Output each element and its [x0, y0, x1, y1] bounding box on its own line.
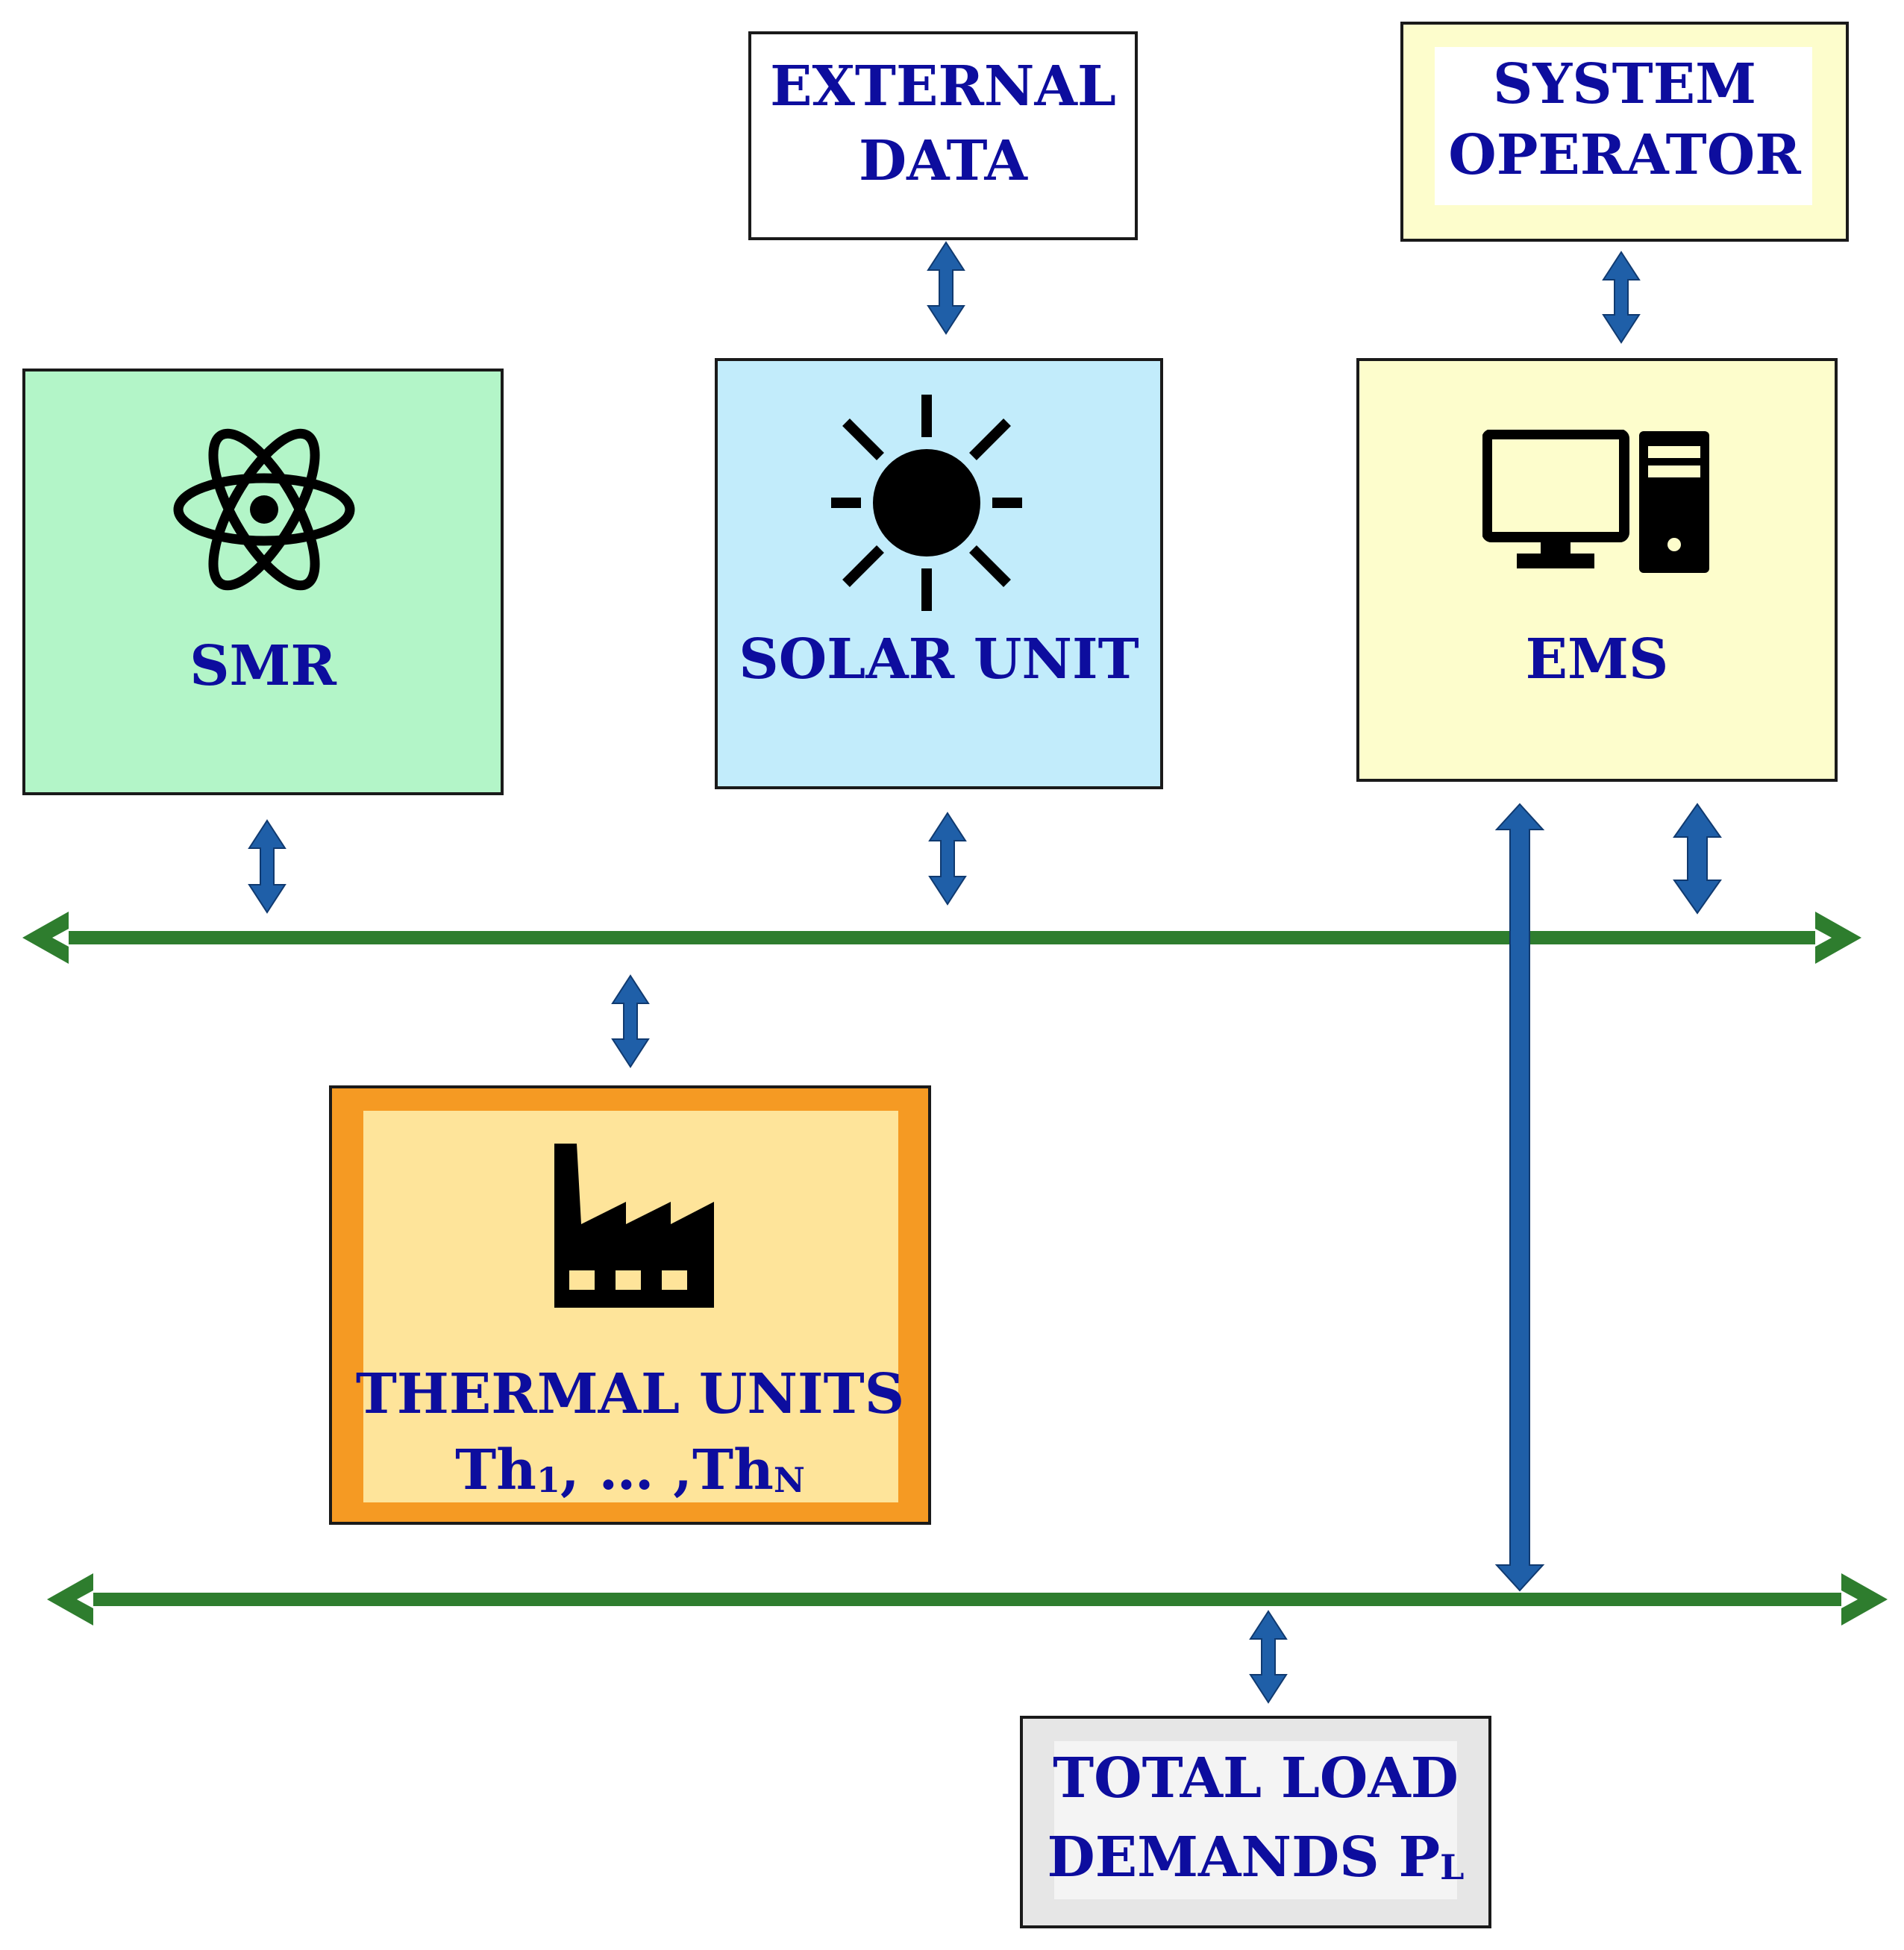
arrow-bus-load [1249, 1610, 1288, 1704]
arrow-external-data-solar [927, 241, 965, 335]
arrow-bus-thermal [611, 974, 650, 1068]
external-data-line2: DATA [859, 129, 1027, 193]
solar-unit-label: SOLAR UNIT [739, 627, 1139, 692]
total-load-inner [1054, 1741, 1457, 1899]
smr-label: SMR [190, 634, 336, 698]
thermal-last-sub: N [773, 1460, 805, 1500]
smr-box: SMR [22, 369, 504, 795]
total-load-line2-sub: L [1440, 1847, 1465, 1887]
thermal-first-sub: 1 [536, 1460, 560, 1500]
ems-box: EMS [1356, 358, 1838, 782]
lower-bus-line [47, 1573, 1888, 1625]
external-data-box: EXTERNAL DATA [748, 31, 1138, 240]
thermal-separator: , … , [560, 1438, 693, 1502]
thermal-units-box: THERMAL UNITS Th1, … ,ThN [329, 1085, 931, 1525]
thermal-last-base: Th [692, 1438, 774, 1502]
arrow-ems-bus [1673, 803, 1722, 915]
solar-unit-box: SOLAR UNIT [715, 358, 1163, 789]
system-operator-line1: SYSTEM [1492, 52, 1757, 116]
total-load-line1: TOTAL LOAD [1053, 1746, 1459, 1811]
arrow-ems-lower-bus [1494, 803, 1545, 1592]
total-load-line2: DEMANDS PL [1023, 1820, 1488, 1904]
computer-icon [1482, 430, 1709, 573]
thermal-units-label: THERMAL UNITS [355, 1362, 905, 1426]
sun-icon [831, 395, 1022, 611]
external-data-line1: EXTERNAL [770, 54, 1116, 119]
thermal-first-base: Th [455, 1438, 536, 1502]
total-load-box: TOTAL LOAD DEMANDS PL [1020, 1716, 1491, 1928]
ems-label: EMS [1525, 627, 1669, 692]
thermal-units-range: Th1, … ,ThN [332, 1433, 928, 1517]
system-operator-inner [1435, 47, 1812, 205]
arrow-smr-bus [248, 819, 286, 914]
arrow-solar-bus [928, 812, 967, 906]
system-operator-box: SYSTEM OPERATOR [1400, 22, 1849, 242]
upper-bus-line [22, 912, 1861, 964]
total-load-line2-base: DEMANDS P [1047, 1825, 1441, 1890]
atom-icon [173, 428, 355, 591]
system-operator-line2: OPERATOR [1448, 123, 1801, 187]
arrow-system-operator-ems [1602, 251, 1641, 344]
factory-icon [554, 1144, 714, 1308]
